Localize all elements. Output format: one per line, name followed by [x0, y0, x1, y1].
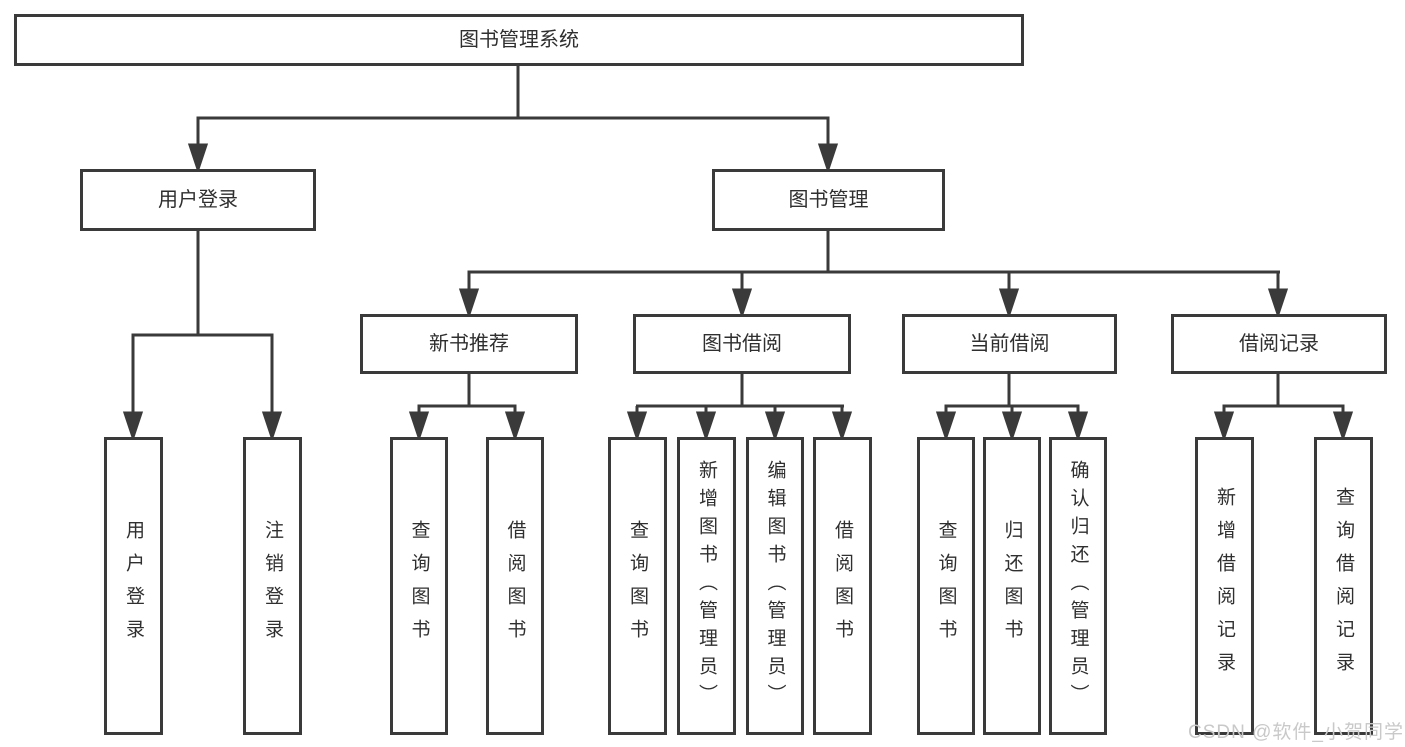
arrowhead-icon: [817, 143, 839, 174]
arrowhead-icon: [731, 288, 753, 319]
node-book-borrow: 图书借阅: [633, 314, 851, 374]
arrowhead-icon: [998, 288, 1020, 319]
arrowhead-icon: [764, 411, 786, 442]
node-user-login: 用户登录: [80, 169, 316, 231]
arrowhead-icon: [408, 411, 430, 442]
leaf-borrow-books-recommend: 借阅图书: [486, 437, 544, 735]
arrowhead-icon: [1067, 411, 1089, 442]
leaf-edit-books-admin-label: 编辑图书（管理员）: [764, 460, 786, 712]
leaf-user-login: 用户登录: [104, 437, 163, 735]
leaf-return-books-label: 归还图书: [1001, 520, 1023, 652]
node-borrow-records-label: 借阅记录: [1239, 333, 1319, 355]
leaf-confirm-return-admin: 确认归还（管理员）: [1049, 437, 1107, 735]
arrowhead-icon: [122, 411, 144, 442]
leaf-add-borrow-record: 新增借阅记录: [1195, 437, 1254, 735]
arrowhead-icon: [187, 143, 209, 174]
leaf-query-borrow-record: 查询借阅记录: [1314, 437, 1373, 735]
leaf-borrow-books-recommend-label: 借阅图书: [504, 520, 526, 652]
arrowhead-icon: [935, 411, 957, 442]
node-current-borrow: 当前借阅: [902, 314, 1117, 374]
node-book-management-label: 图书管理: [788, 189, 869, 211]
leaf-return-books: 归还图书: [983, 437, 1041, 735]
leaf-edit-books-admin: 编辑图书（管理员）: [746, 437, 804, 735]
arrowhead-icon: [695, 411, 717, 442]
arrowhead-icon: [1213, 411, 1235, 442]
leaf-confirm-return-admin-label: 确认归还（管理员）: [1067, 460, 1089, 712]
arrowhead-icon: [1267, 288, 1289, 319]
arrowhead-icon: [458, 288, 480, 319]
arrowhead-icon: [504, 411, 526, 442]
leaf-query-books-borrow-label: 查询图书: [627, 520, 648, 652]
leaf-query-books-current: 查询图书: [917, 437, 975, 735]
arrowhead-icon: [1001, 411, 1023, 442]
arrowhead-icon: [831, 411, 853, 442]
leaf-add-borrow-record-label: 新增借阅记录: [1214, 487, 1235, 685]
node-book-management: 图书管理: [712, 169, 945, 231]
leaf-query-books-borrow: 查询图书: [608, 437, 667, 735]
leaf-borrow-books: 借阅图书: [813, 437, 872, 735]
node-book-borrow-label: 图书借阅: [702, 333, 782, 355]
leaf-query-books-recommend-label: 查询图书: [408, 520, 430, 652]
node-root-label: 图书管理系统: [459, 29, 579, 51]
node-new-book-recommend: 新书推荐: [360, 314, 578, 374]
arrowhead-icon: [261, 411, 283, 442]
node-current-borrow-label: 当前借阅: [969, 333, 1050, 355]
leaf-query-books-recommend: 查询图书: [390, 437, 448, 735]
leaf-query-books-current-label: 查询图书: [935, 520, 957, 652]
node-new-book-recommend-label: 新书推荐: [429, 333, 509, 355]
node-root: 图书管理系统: [14, 14, 1024, 66]
leaf-logout: 注销登录: [243, 437, 302, 735]
leaf-user-login-label: 用户登录: [123, 520, 144, 652]
leaf-add-books-admin: 新增图书（管理员）: [677, 437, 736, 735]
node-borrow-records: 借阅记录: [1171, 314, 1387, 374]
leaf-add-books-admin-label: 新增图书（管理员）: [696, 460, 717, 712]
leaf-borrow-books-label: 借阅图书: [832, 520, 853, 652]
arrowhead-icon: [626, 411, 648, 442]
watermark: CSDN @软件_小贺同学: [1188, 722, 1404, 743]
arrowhead-icon: [1332, 411, 1354, 442]
leaf-query-borrow-record-label: 查询借阅记录: [1333, 487, 1354, 685]
node-user-login-label: 用户登录: [158, 189, 238, 211]
leaf-logout-label: 注销登录: [262, 520, 283, 652]
